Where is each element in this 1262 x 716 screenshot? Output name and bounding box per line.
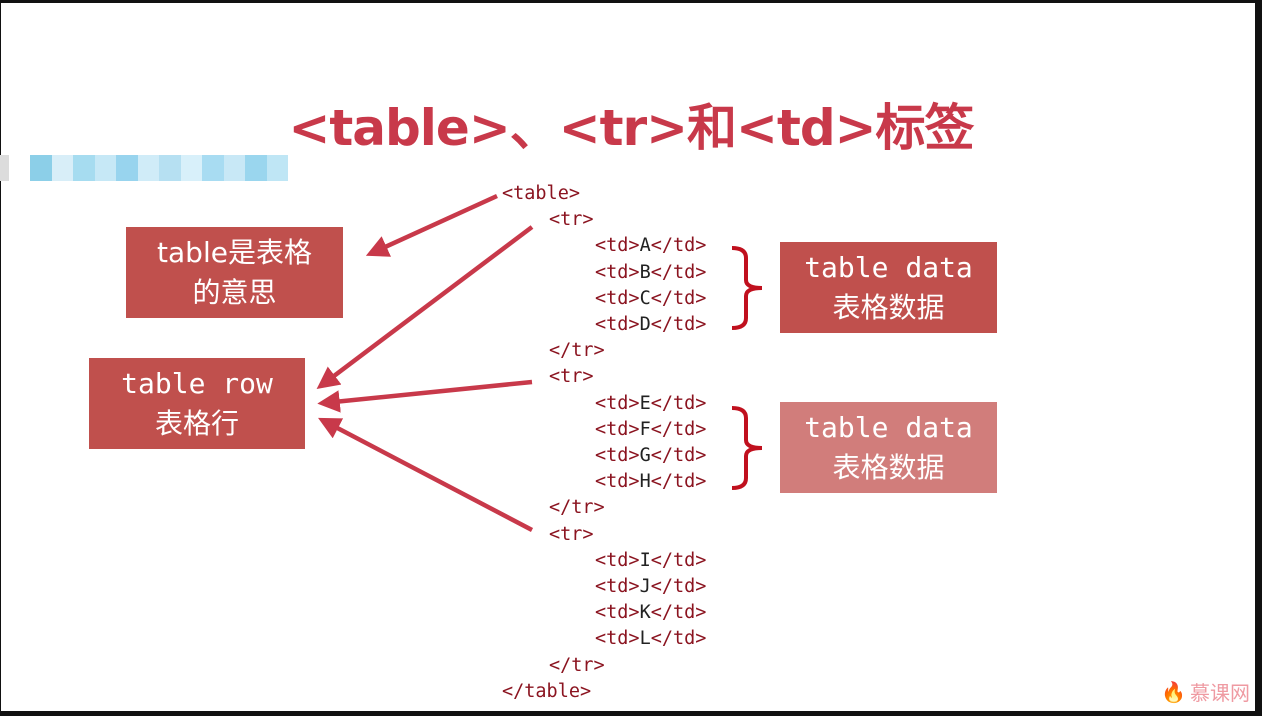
code-tr-open: <tr> (502, 207, 706, 233)
code-block: <table><tr><td>A</td><td>B</td><td>C</td… (502, 181, 706, 705)
label-table: table是表格 的意思 (126, 227, 343, 318)
code-tr-close: </tr> (502, 653, 706, 679)
tag: </tr> (549, 654, 605, 676)
code-td-line: <td>D</td> (595, 314, 707, 336)
code-table-close: </table> (502, 679, 706, 705)
code-td-line: <td>H</td> (595, 471, 707, 493)
code-tr-open: <tr> (502, 364, 706, 390)
slide-title: <table>、<tr>和<td>标签 (288, 99, 974, 157)
code-td-line: <td>K</td> (595, 602, 707, 624)
label-row-line2: 表格行 (154, 406, 239, 440)
cell-value: L (639, 628, 651, 650)
tag: </tr> (549, 497, 605, 519)
logo: 🔥 慕课网 (1161, 677, 1250, 706)
label-table-line1: table是表格 (157, 235, 312, 269)
cell-value: C (639, 287, 651, 309)
cell-value: D (639, 314, 651, 336)
code-td-line: <td>I</td> (595, 549, 707, 571)
tag: <tr> (549, 209, 594, 231)
code-td-line: <td>F</td> (595, 418, 707, 440)
cell-value: E (639, 392, 651, 414)
cell-value: F (639, 418, 651, 440)
cell-value: H (639, 471, 651, 493)
code-td-line: <td>E</td> (595, 392, 707, 414)
cell-value: I (639, 549, 651, 571)
label-table-line2: 的意思 (192, 275, 277, 309)
label-data1-line2: 表格数据 (832, 290, 945, 324)
tag: <table> (502, 183, 580, 204)
code-td-line: <td>C</td> (595, 287, 707, 309)
code-td-line: <td>G</td> (595, 445, 707, 467)
code-tr-open: <tr> (502, 522, 706, 548)
tag: <tr> (549, 523, 594, 545)
cell-value: A (639, 235, 651, 257)
code-tr-close: </tr> (502, 495, 706, 521)
arrow-row-1 (316, 225, 534, 390)
label-table-data-2: table data 表格数据 (780, 402, 997, 493)
arrow-row-2 (317, 379, 533, 413)
cell-value: J (639, 576, 651, 598)
arrow-row-3 (318, 417, 534, 532)
label-table-data-1: table data 表格数据 (780, 242, 997, 333)
cell-value: B (639, 261, 651, 283)
slide (1, 3, 1255, 711)
code-td-line: <td>L</td> (595, 628, 707, 650)
blurred-watermark (0, 155, 289, 181)
cell-value: G (639, 445, 651, 467)
brace-1 (731, 246, 763, 330)
label-table-row: table row 表格行 (89, 358, 305, 449)
tag: <tr> (549, 366, 594, 388)
arrow-table (365, 193, 498, 257)
code-td-line: <td>A</td> (595, 235, 707, 257)
tag: </table> (502, 680, 592, 702)
label-data2-line1: table data (804, 410, 973, 444)
code-td-line: <td>J</td> (595, 576, 707, 598)
logo-text: 慕课网 (1190, 681, 1250, 705)
label-data2-line2: 表格数据 (832, 450, 945, 484)
label-row-line1: table row (121, 366, 273, 400)
tag: </tr> (549, 340, 605, 362)
flame-icon: 🔥 (1161, 679, 1186, 704)
code-tr-close: </tr> (502, 338, 706, 364)
code-td-line: <td>B</td> (595, 261, 707, 283)
brace-2 (731, 406, 763, 490)
cell-value: K (639, 602, 651, 624)
code-table-open: <table> (502, 181, 706, 207)
label-data1-line1: table data (804, 250, 973, 284)
